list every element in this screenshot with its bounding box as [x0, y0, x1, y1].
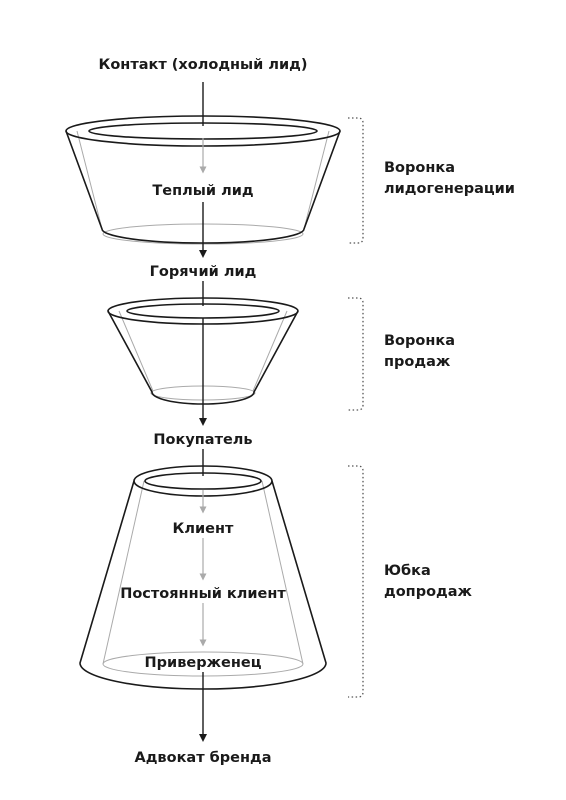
- group-leadgen-line-1: Воронка: [384, 160, 455, 176]
- stage-warm-lead-label: Теплый лид: [152, 183, 253, 199]
- stage-brand-advocate-label: Адвокат бренда: [135, 750, 272, 766]
- group-sales-line-2: продаж: [384, 354, 451, 370]
- bracket-upsell: [348, 465, 364, 698]
- bracket-leadgen: [348, 117, 364, 244]
- stage-hot-lead-label: Горячий лид: [150, 264, 257, 280]
- sales-funnel-top-rim-inner: [126, 303, 280, 319]
- group-sales-line-1: Воронка: [384, 333, 455, 349]
- stage-buyer-label: Покупатель: [153, 432, 252, 448]
- stage-contact-label: Контакт (холодный лид): [98, 57, 307, 73]
- group-leadgen-label: Воронка лидогенерации: [384, 160, 515, 197]
- stage-adherent-label: Приверженец: [145, 655, 262, 671]
- bracket-sales: [348, 297, 364, 411]
- group-upsell-line-1: Юбка: [384, 563, 431, 579]
- group-sales-label: Воронка продаж: [384, 333, 460, 370]
- leadgen-funnel-inner-wall: [76, 130, 330, 230]
- group-leadgen-line-2: лидогенерации: [384, 181, 515, 197]
- group-brackets: [348, 117, 364, 698]
- sales-funnel-inner-wall: [118, 310, 288, 392]
- stage-regular-client-label: Постоянный клиент: [120, 586, 286, 602]
- group-upsell-label: Юбка допродаж: [384, 563, 473, 600]
- upsell-skirt-inner-wall: [102, 480, 304, 665]
- stage-client-label: Клиент: [173, 521, 234, 537]
- group-upsell-line-2: допродаж: [384, 584, 473, 600]
